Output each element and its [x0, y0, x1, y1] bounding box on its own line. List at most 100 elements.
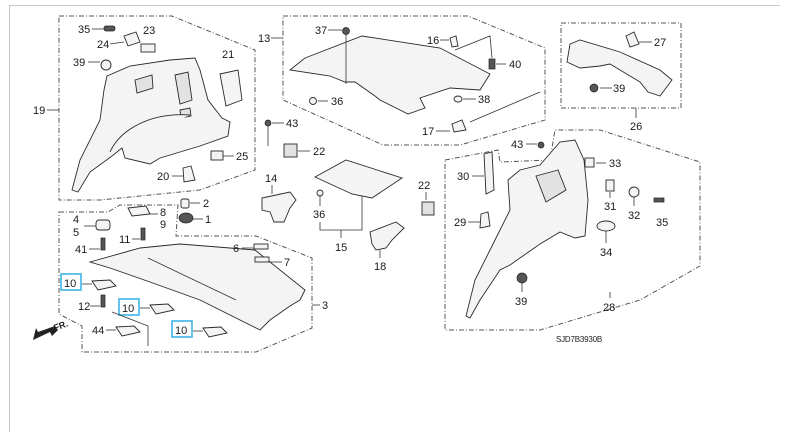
part-38-washer[interactable]	[453, 95, 463, 103]
frame-top-border	[9, 5, 780, 6]
part-24-cover[interactable]	[123, 31, 141, 47]
callout-34: 34	[600, 247, 612, 259]
part-40-bolt[interactable]	[488, 58, 496, 70]
callout-25: 25	[236, 151, 248, 163]
part-31-clip[interactable]	[605, 179, 615, 192]
callout-10-b[interactable]: 10	[122, 303, 134, 315]
tonneau-fold-line	[147, 257, 237, 301]
part-36-clip-lid[interactable]	[316, 189, 324, 197]
part-22-clip-right[interactable]	[421, 201, 435, 216]
group-3-boundary	[58, 204, 313, 353]
callout-26: 26	[630, 121, 642, 133]
part-43-clip-right[interactable]	[537, 141, 545, 149]
highlight-box-10-a[interactable]	[60, 273, 82, 291]
diagram-code: SJD7B3930B	[556, 335, 602, 344]
callout-22-mid: 22	[313, 146, 325, 158]
part-30-cover[interactable]	[483, 151, 495, 195]
part-29-cap[interactable]	[479, 211, 491, 229]
part-1-grommet[interactable]	[178, 212, 194, 224]
front-direction-indicator: FR.	[33, 319, 69, 340]
callout-7: 7	[284, 257, 290, 269]
group-floor-lid: 13 37 16 40 36 38 17	[258, 15, 546, 146]
part-39-clip-left[interactable]	[100, 59, 112, 71]
group-tonneau-cover: 3 4 5 8 9 11 41 6 7 10 12	[58, 204, 328, 353]
part-27-clip[interactable]	[625, 31, 640, 48]
callout-10-c[interactable]: 10	[175, 325, 187, 337]
part-39-clip-right[interactable]	[589, 83, 599, 93]
group-rear-right-trim: 43 33 30 31 32 35 29 34 39 28	[444, 129, 701, 331]
part-36-clip-top[interactable]	[309, 97, 317, 105]
part-35-screw-right[interactable]	[653, 197, 665, 203]
trim-right-opening	[535, 169, 567, 203]
callout-3: 3	[322, 300, 328, 312]
highlight-box-10-c[interactable]	[171, 320, 193, 338]
callout-36-lid: 36	[313, 209, 325, 221]
callout-39: 39	[73, 57, 85, 69]
callout-43-mid: 43	[286, 118, 298, 130]
part-37-clip[interactable]	[342, 27, 350, 35]
part-16-hook[interactable]	[449, 35, 459, 48]
part-7-pad[interactable]	[254, 256, 270, 263]
callout-16: 16	[427, 35, 439, 47]
part-17-hook[interactable]	[451, 119, 467, 133]
callout-35: 35	[78, 24, 90, 36]
part-33-clip[interactable]	[584, 157, 595, 168]
part-41-screw[interactable]	[100, 237, 106, 251]
group-lid-assembly: 36 15	[313, 159, 404, 254]
callout-4: 4	[73, 214, 79, 226]
bolt-35-upper-left[interactable]	[103, 25, 116, 32]
part-22-clip-mid[interactable]	[283, 143, 298, 158]
callout-1: 1	[205, 214, 211, 226]
part-10-clip-c[interactable]	[202, 326, 228, 338]
part-14-bracket[interactable]	[261, 191, 297, 223]
part-11-screw[interactable]	[140, 227, 146, 241]
part-20-cap[interactable]	[182, 165, 196, 183]
parts-1-2: 2 1	[178, 198, 211, 226]
part-12-screw[interactable]	[100, 294, 106, 308]
callout-17: 17	[422, 126, 434, 138]
callout-10-a[interactable]: 10	[64, 278, 76, 290]
callout-39-right: 39	[613, 83, 625, 95]
callout-22-right: 22	[418, 180, 430, 192]
part-6-pad[interactable]	[253, 243, 269, 250]
part-43-clip[interactable]	[264, 119, 272, 127]
callout-20: 20	[157, 171, 169, 183]
callout-15: 15	[335, 242, 347, 254]
callout-37: 37	[315, 25, 327, 37]
parts-43-22-mid: 43 22	[264, 118, 325, 158]
callout-19: 19	[33, 105, 45, 117]
part-10-clip-a[interactable]	[91, 279, 117, 291]
part-8-9-bracket[interactable]	[127, 205, 151, 217]
highlight-box-10-b[interactable]	[118, 298, 140, 316]
part-32-cap[interactable]	[628, 186, 640, 198]
part-10-clip-b[interactable]	[149, 303, 175, 315]
part-44-clip[interactable]	[115, 325, 141, 337]
tonneau-cover-panel[interactable]	[88, 243, 306, 331]
callout-13: 13	[258, 33, 270, 45]
callout-30: 30	[457, 171, 469, 183]
callout-33: 33	[609, 158, 621, 170]
floor-lid-board[interactable]	[288, 35, 491, 115]
part-2-grommet[interactable]	[180, 198, 190, 209]
part-34-band[interactable]	[596, 220, 616, 232]
part-4-5-cap[interactable]	[95, 219, 111, 231]
part-23-clip[interactable]	[140, 43, 156, 53]
part-39-clip-lower[interactable]	[516, 272, 528, 284]
group-19-boundary	[58, 15, 256, 201]
callout-43-right: 43	[511, 139, 523, 151]
part-44-leader	[111, 311, 149, 346]
part-18-bracket[interactable]	[369, 221, 405, 251]
callout-36-top: 36	[331, 96, 343, 108]
upper-trim-right-panel[interactable]	[566, 39, 673, 97]
callout-44: 44	[92, 325, 104, 337]
callout-40: 40	[509, 59, 521, 71]
callout-32: 32	[628, 210, 640, 222]
callout-29: 29	[454, 217, 466, 229]
part-15-lid[interactable]	[313, 159, 404, 199]
part-25-clip[interactable]	[210, 150, 224, 161]
floor-lid-cable	[469, 91, 541, 123]
part-21-cover-panel[interactable]	[219, 69, 243, 107]
group-26-boundary	[560, 22, 682, 109]
group-28-boundary	[444, 129, 701, 331]
